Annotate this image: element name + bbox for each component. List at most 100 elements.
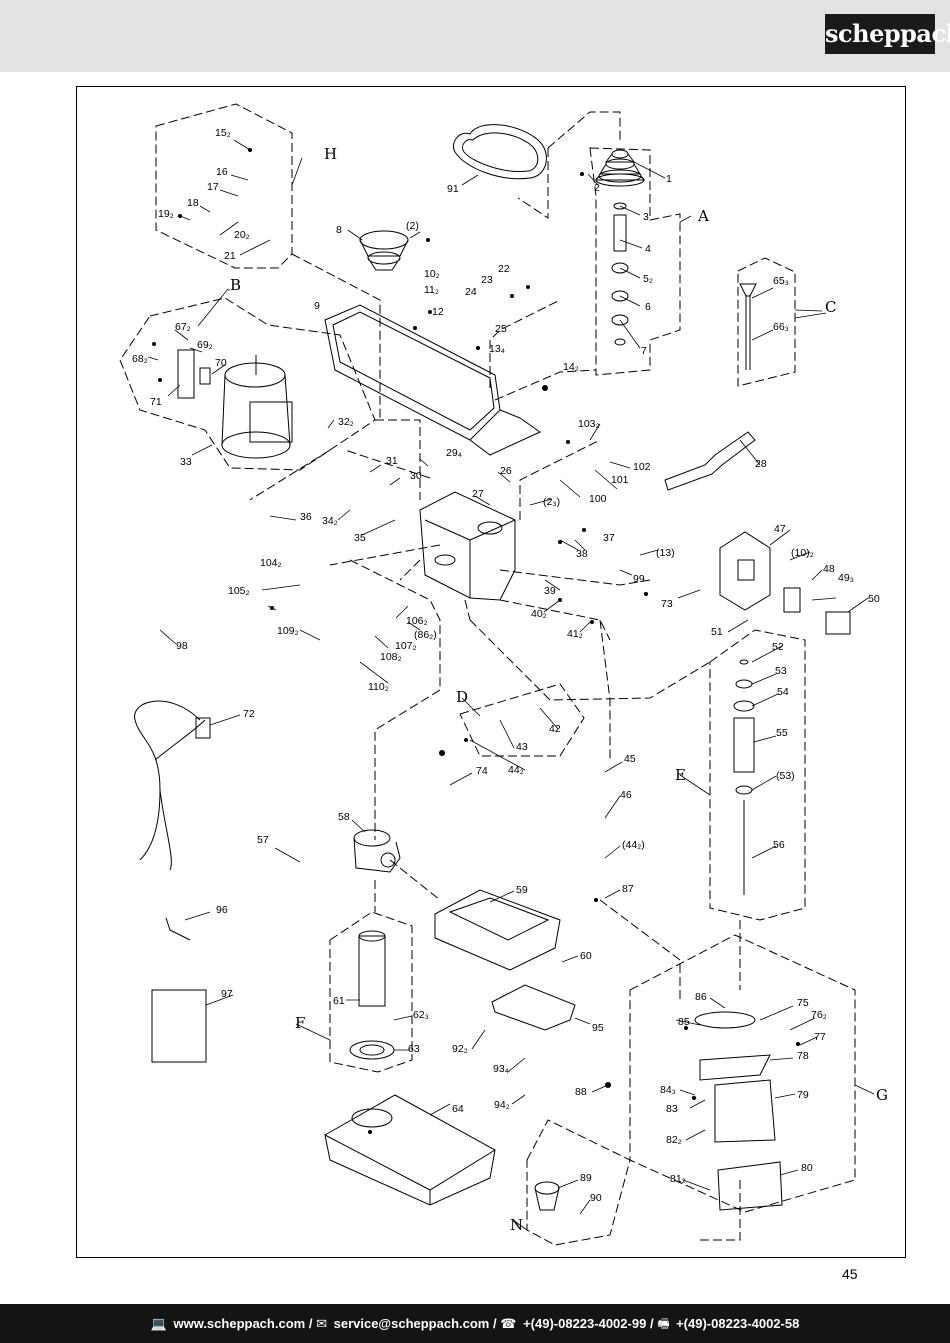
part-label: 26: [500, 465, 512, 477]
part-label: 81₂: [670, 1173, 686, 1185]
part-label: 78: [797, 1050, 809, 1062]
part-label: 2: [594, 182, 600, 194]
group-a-outline: [589, 147, 681, 376]
part-label: 80: [801, 1162, 813, 1174]
part-label: 60: [580, 950, 592, 962]
part-label: 46: [620, 789, 632, 801]
part-label: 82₂: [666, 1134, 682, 1146]
belt-guard-part: [324, 304, 542, 456]
hex-key-part: [165, 917, 191, 941]
part-label: 98: [176, 640, 188, 652]
part-label: 42: [549, 723, 561, 735]
spindle-pulley-part: [595, 149, 645, 187]
part-label: (2₃): [543, 496, 560, 508]
part-label: 106₂: [406, 615, 428, 627]
part-label: 110₂: [368, 681, 389, 693]
diagram-frame: [76, 86, 906, 1258]
part-label: 44₂: [508, 764, 524, 776]
part-label: 10₂: [424, 268, 440, 280]
part-label: 66₃: [773, 321, 789, 333]
footer-phone: +(49)-08223-4002-99: [523, 1316, 647, 1331]
fastener-dots: [152, 148, 800, 1134]
group-letters: H B A C D E F G N: [230, 145, 888, 1234]
group-c-outline: [737, 257, 796, 387]
part-label: 40₂: [531, 608, 547, 620]
part-label: 5₂: [643, 273, 653, 285]
part-label: 59: [516, 884, 528, 896]
part-label: 64: [452, 1103, 464, 1115]
drill-head-part: [419, 491, 516, 601]
belt-dash: [517, 148, 549, 219]
part-label: 73: [661, 598, 673, 610]
part-label: 11₂: [424, 284, 439, 296]
column-part: [349, 930, 395, 1060]
part-label: 100: [589, 493, 607, 505]
footer-website[interactable]: www.scheppach.com: [173, 1316, 306, 1331]
part-label: (2): [406, 220, 419, 232]
part-label: 104₂: [260, 557, 282, 569]
part-label: 93₄: [493, 1063, 509, 1075]
part-label: 72: [243, 708, 255, 720]
part-label: 35: [354, 532, 366, 544]
part-label: (44₂): [622, 839, 645, 851]
group-h-outline: [155, 103, 293, 269]
part-label: 52: [772, 641, 784, 653]
part-label: 41₂: [567, 628, 583, 640]
part-label: 13₄: [489, 343, 505, 355]
part-label: 109₂: [277, 625, 299, 637]
table-bracket-part: [353, 829, 401, 873]
email-icon: ✉: [316, 1316, 327, 1331]
spindle-bearing-stack: [611, 202, 629, 346]
footer-separator: /: [308, 1316, 313, 1331]
part-label: 83: [666, 1103, 678, 1115]
group-g-outline: [629, 934, 856, 1213]
part-label: (10)₂: [791, 547, 814, 559]
part-label: 8: [336, 224, 342, 236]
footer-fax: +(49)-08223-4002-58: [676, 1316, 800, 1331]
part-label: 90: [590, 1192, 602, 1204]
part-label: 12: [432, 306, 444, 318]
part-label: 87: [622, 883, 634, 895]
part-label: 48: [823, 563, 835, 575]
part-label: 88: [575, 1086, 587, 1098]
part-label: 49₃: [838, 572, 854, 584]
group-letter-a: A: [697, 207, 709, 225]
part-label: 29₄: [446, 447, 462, 459]
part-label: 94₂: [494, 1099, 510, 1111]
part-label: 31: [386, 455, 398, 467]
part-label: 23: [481, 274, 493, 286]
group-b-outline: [119, 297, 376, 471]
part-label: 56: [773, 839, 785, 851]
part-label: 4: [645, 243, 651, 255]
part-label: 99: [633, 573, 645, 585]
work-table-part: [434, 889, 561, 971]
page-number: 45: [842, 1266, 858, 1282]
drill-vise-part: [491, 984, 576, 1031]
part-label: 50: [868, 593, 880, 605]
group-d-outline: [459, 683, 585, 757]
drill-chuck-part: [534, 1181, 560, 1211]
part-label: 65₃: [773, 275, 789, 287]
chuck-guard-part: [694, 1011, 783, 1211]
footer-email[interactable]: service@scheppach.com: [333, 1316, 490, 1331]
part-label: 67₂: [175, 321, 191, 333]
part-label: 61: [333, 995, 345, 1007]
part-label: 95: [592, 1022, 604, 1034]
part-label: 34₂: [322, 515, 338, 527]
part-label: 3: [643, 211, 649, 223]
part-label: 14₂: [563, 361, 579, 373]
switch-box-part: [719, 531, 851, 635]
part-label: 9: [314, 300, 320, 312]
part-label: 17: [207, 181, 219, 193]
part-label: 57: [257, 834, 269, 846]
part-label: 6: [645, 301, 651, 313]
group-pulley-dash: [547, 111, 621, 149]
pinion-shaft-part: [664, 431, 756, 491]
part-label: 107₂: [395, 640, 417, 652]
part-label: (53): [776, 770, 795, 782]
part-label: 54: [777, 686, 789, 698]
part-label: 7: [641, 345, 647, 357]
group-letter-n: N: [510, 1216, 523, 1234]
quill-part: [733, 659, 755, 895]
part-label: 84₃: [660, 1084, 676, 1096]
